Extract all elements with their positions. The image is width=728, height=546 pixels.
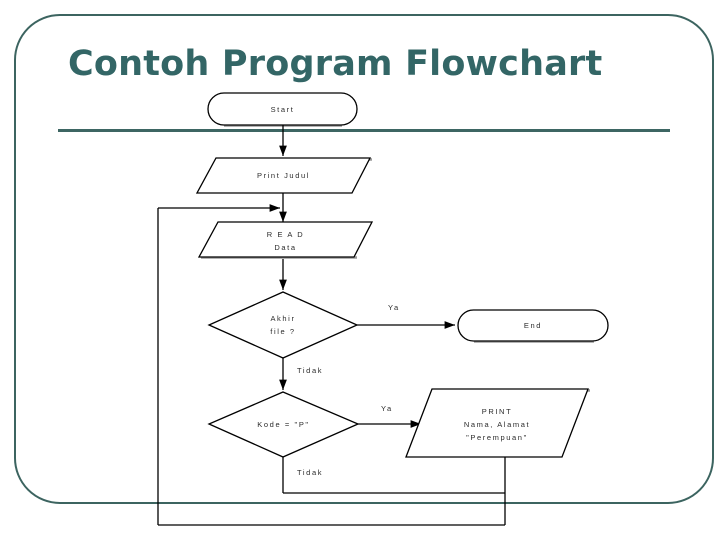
flow-shapes	[195, 92, 609, 458]
node-read-data-shape	[197, 221, 374, 258]
node-end-label: End	[523, 321, 543, 330]
page-title: Contoh Program Flowchart	[68, 44, 603, 84]
node-end-shape	[457, 309, 609, 342]
edge-label-akhir-ya: Ya	[388, 303, 400, 312]
edge-label-kode-tidak: Tidak	[297, 468, 324, 477]
node-akhir-file-label: Akhir file ?	[270, 314, 296, 336]
edge-label-akhir-tidak: Tidak	[297, 366, 324, 375]
node-kode-p-shape	[207, 391, 360, 458]
node-print-nama-shape	[405, 388, 589, 458]
node-print-nama-label: PRINT Nama, Alamat "Perempuan"	[463, 407, 531, 442]
node-akhir-file-shape	[207, 291, 359, 359]
node-start-label: Start	[270, 105, 295, 114]
node-read-data-label: R E A D Data	[266, 230, 305, 252]
edge-label-kode-ya: Ya	[381, 404, 393, 413]
node-start-shape	[207, 92, 358, 126]
title-underline-rule	[58, 129, 670, 132]
flow-connectors	[157, 124, 506, 526]
node-print-judul-shape	[195, 157, 372, 194]
node-print-judul-label: Print Judul	[256, 171, 311, 180]
node-kode-p-label: Kode = "P"	[257, 420, 310, 429]
